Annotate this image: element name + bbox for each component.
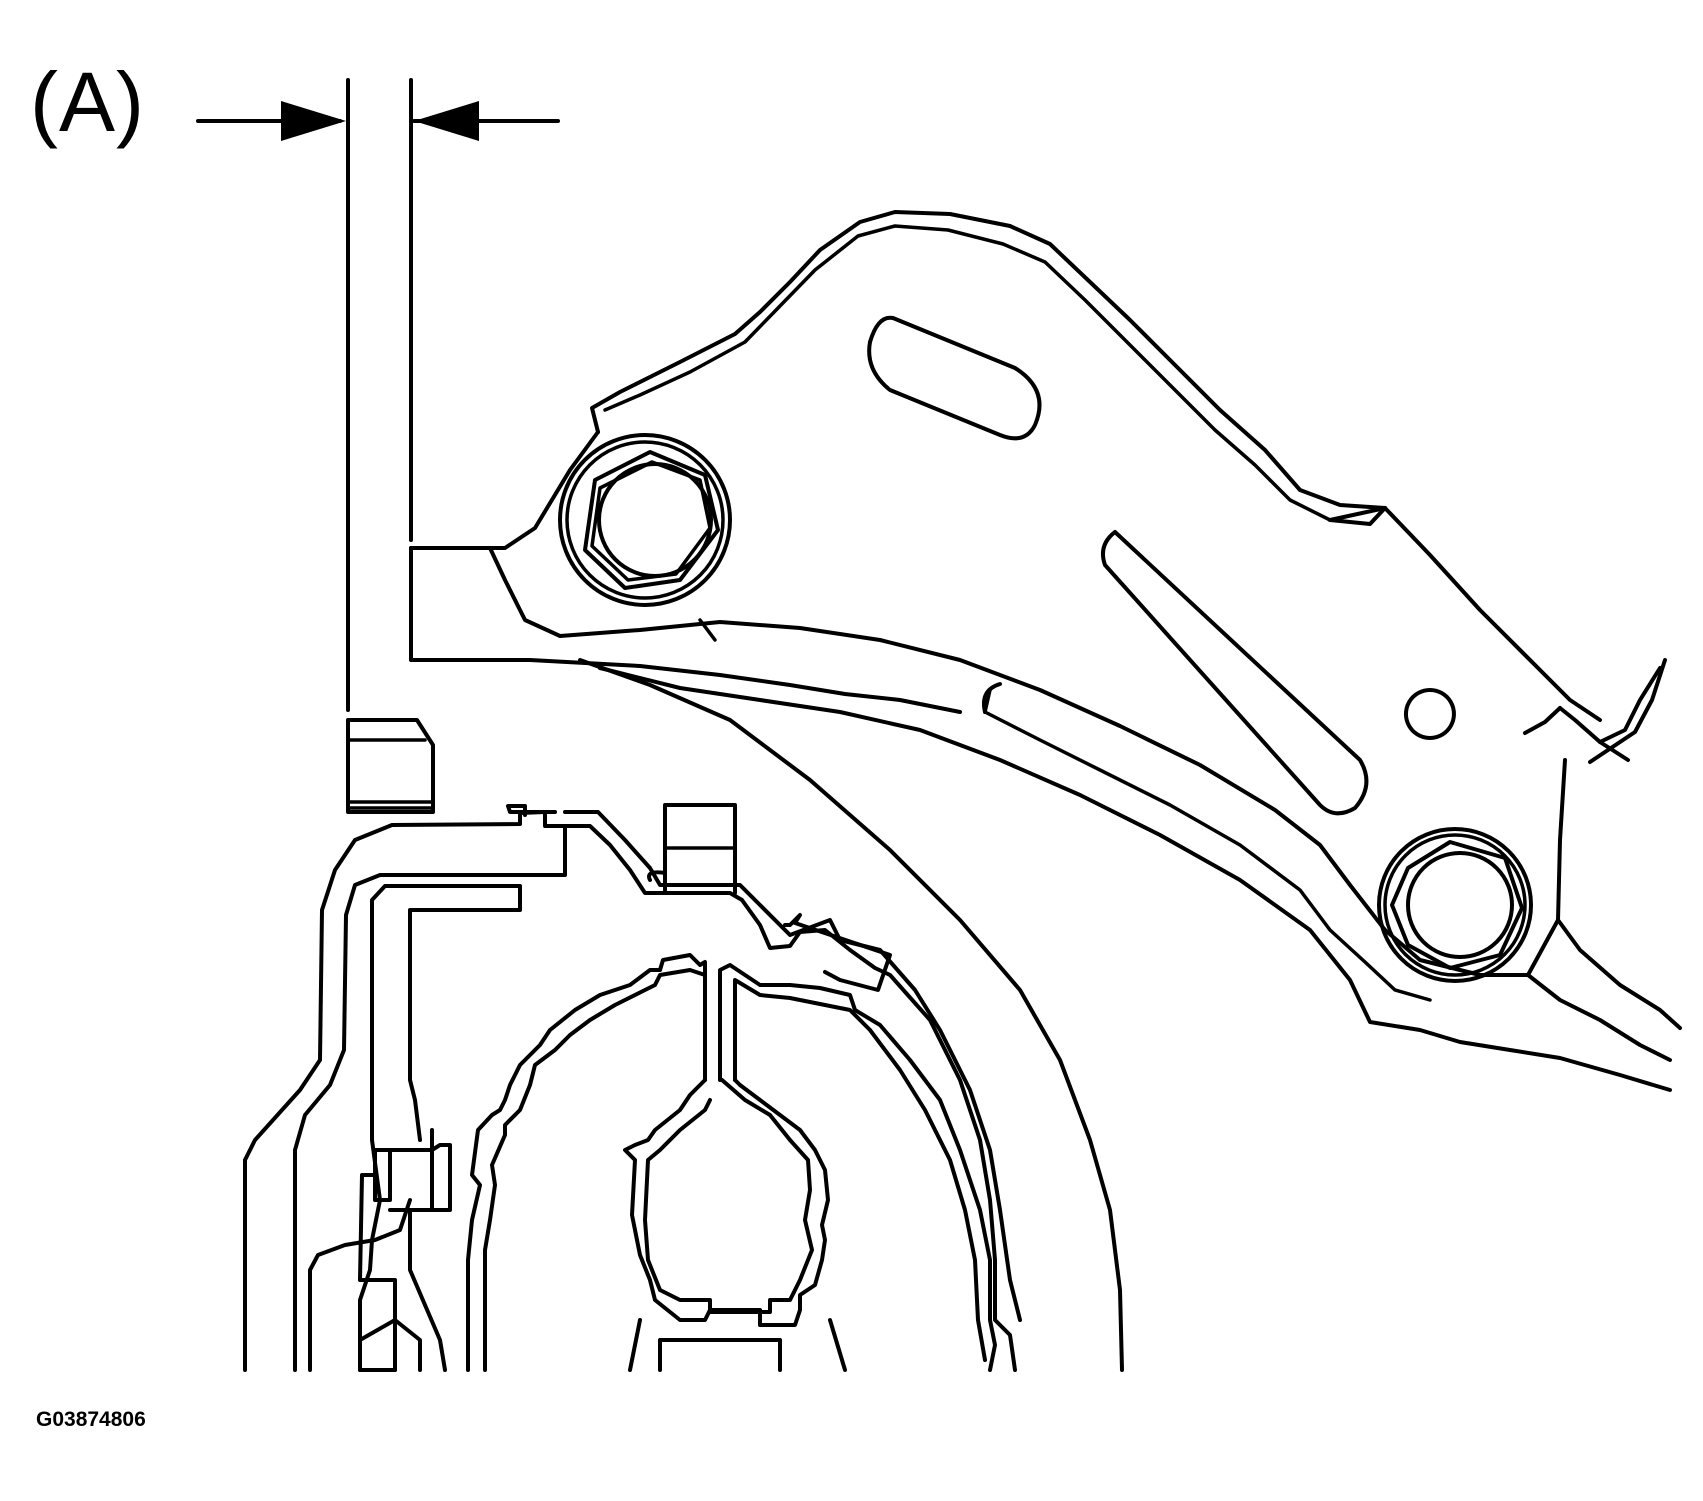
slot-holes [867, 315, 1456, 816]
housing-outer-arc [578, 658, 1124, 1372]
dimension-indicator [196, 78, 560, 712]
spacer-block [346, 718, 435, 814]
upper-bolt [558, 433, 732, 607]
figure-id: G03874806 [36, 1408, 146, 1431]
dimension-label-a: (A) [30, 55, 145, 149]
lower-bolt [1377, 827, 1533, 983]
housing-case [243, 804, 1022, 1372]
inner-rotor [466, 953, 997, 1372]
mounting-bracket [590, 210, 1682, 1062]
fitting-plug [647, 803, 892, 992]
lower-left-fastener [358, 1128, 452, 1372]
bracket-flange [409, 430, 962, 714]
